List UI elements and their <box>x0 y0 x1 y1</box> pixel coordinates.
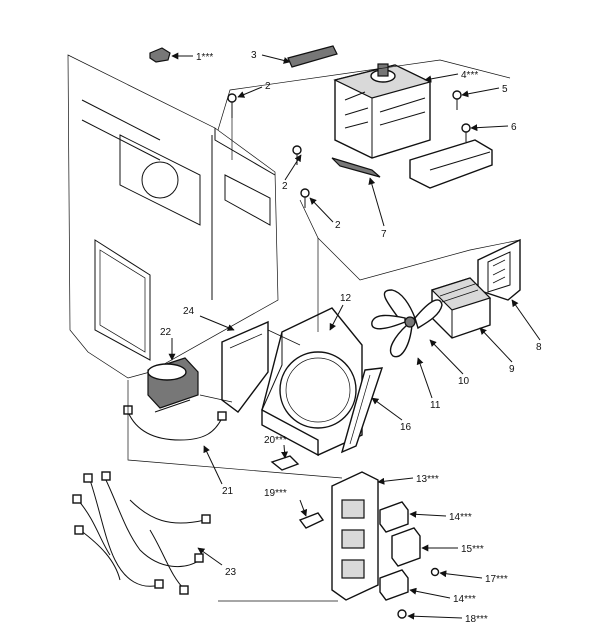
callout-5: 5 <box>502 84 508 95</box>
callout-16: 16 <box>400 422 412 433</box>
callout-14b: 14*** <box>453 594 476 605</box>
callout-9: 9 <box>509 364 515 375</box>
cabinet-chassis <box>67 54 279 379</box>
callout-3: 3 <box>251 50 257 61</box>
callout-18: 18*** <box>465 614 488 625</box>
air-duct-12 <box>261 307 363 457</box>
nut-1 <box>149 47 171 63</box>
bracket-3 <box>287 45 338 68</box>
callout-12: 12 <box>340 293 352 304</box>
callout-8: 8 <box>536 342 542 353</box>
callout-14a: 14*** <box>449 512 472 523</box>
callout-2a: 2 <box>265 81 271 92</box>
callout-17: 17*** <box>485 574 508 585</box>
magnetron-4 <box>333 63 432 159</box>
callout-2b: 2 <box>282 181 288 192</box>
screw-2c <box>300 188 310 208</box>
duct-strip-16 <box>340 367 384 454</box>
bracket-6 <box>409 139 493 189</box>
callout-15: 15*** <box>461 544 484 555</box>
screw-2a <box>227 93 237 118</box>
switch-bracket-13 <box>331 471 379 601</box>
assembly-guide-lines <box>127 59 521 602</box>
callout-13: 13*** <box>416 474 439 485</box>
callout-11: 11 <box>430 400 441 411</box>
callout-2c: 2 <box>335 220 341 231</box>
callout-24: 24 <box>183 306 195 317</box>
callout-7: 7 <box>381 229 387 240</box>
switch-14a <box>379 501 409 533</box>
lever-20 <box>270 455 300 471</box>
motor-bracket-8 <box>477 238 521 301</box>
wire-21 <box>123 405 227 441</box>
screw-17 <box>430 567 440 577</box>
callout-labels: 1*** 3 2 2 2 4*** 5 6 7 8 9 10 11 12 16 … <box>160 50 542 625</box>
switch-14b <box>379 569 409 601</box>
screw-5 <box>452 90 462 110</box>
screw-6 <box>461 123 471 142</box>
callout-6: 6 <box>511 122 517 133</box>
switch-15 <box>391 527 421 567</box>
callout-19: 19*** <box>264 488 287 499</box>
wire-harness-23 <box>72 471 211 595</box>
screw-18 <box>397 609 407 619</box>
lever-19 <box>298 512 325 529</box>
cover-plate-24 <box>221 320 269 413</box>
fan-blade-11 <box>371 289 443 358</box>
callout-23: 23 <box>225 567 237 578</box>
gasket-7 <box>331 157 381 178</box>
callout-10: 10 <box>458 376 470 387</box>
callout-1: 1*** <box>196 52 213 63</box>
capacitor-22 <box>147 357 199 413</box>
callout-21: 21 <box>222 486 234 497</box>
callout-leaders <box>168 52 541 620</box>
callout-22: 22 <box>160 327 172 338</box>
callout-4: 4*** <box>461 70 478 81</box>
callout-20: 20*** <box>264 435 287 446</box>
